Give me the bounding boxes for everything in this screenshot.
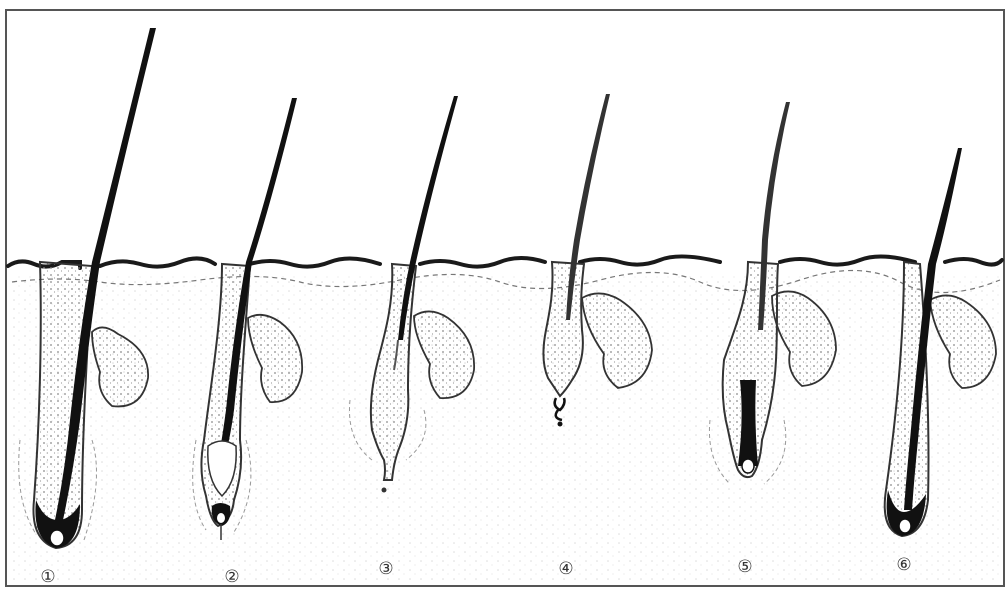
stage-label-6: ⑥ xyxy=(896,555,911,575)
stage-label-4: ④ xyxy=(558,559,573,579)
dermal-papilla-1 xyxy=(50,530,64,546)
stage-label-5: ⑤ xyxy=(737,557,752,577)
stage-label-2: ② xyxy=(224,567,239,587)
skin-surface xyxy=(8,256,1002,268)
dermal-papilla-6 xyxy=(899,519,911,533)
stage-label-3: ③ xyxy=(378,559,393,579)
stage-label-1: ① xyxy=(40,567,55,587)
dermis-texture xyxy=(10,275,1000,580)
